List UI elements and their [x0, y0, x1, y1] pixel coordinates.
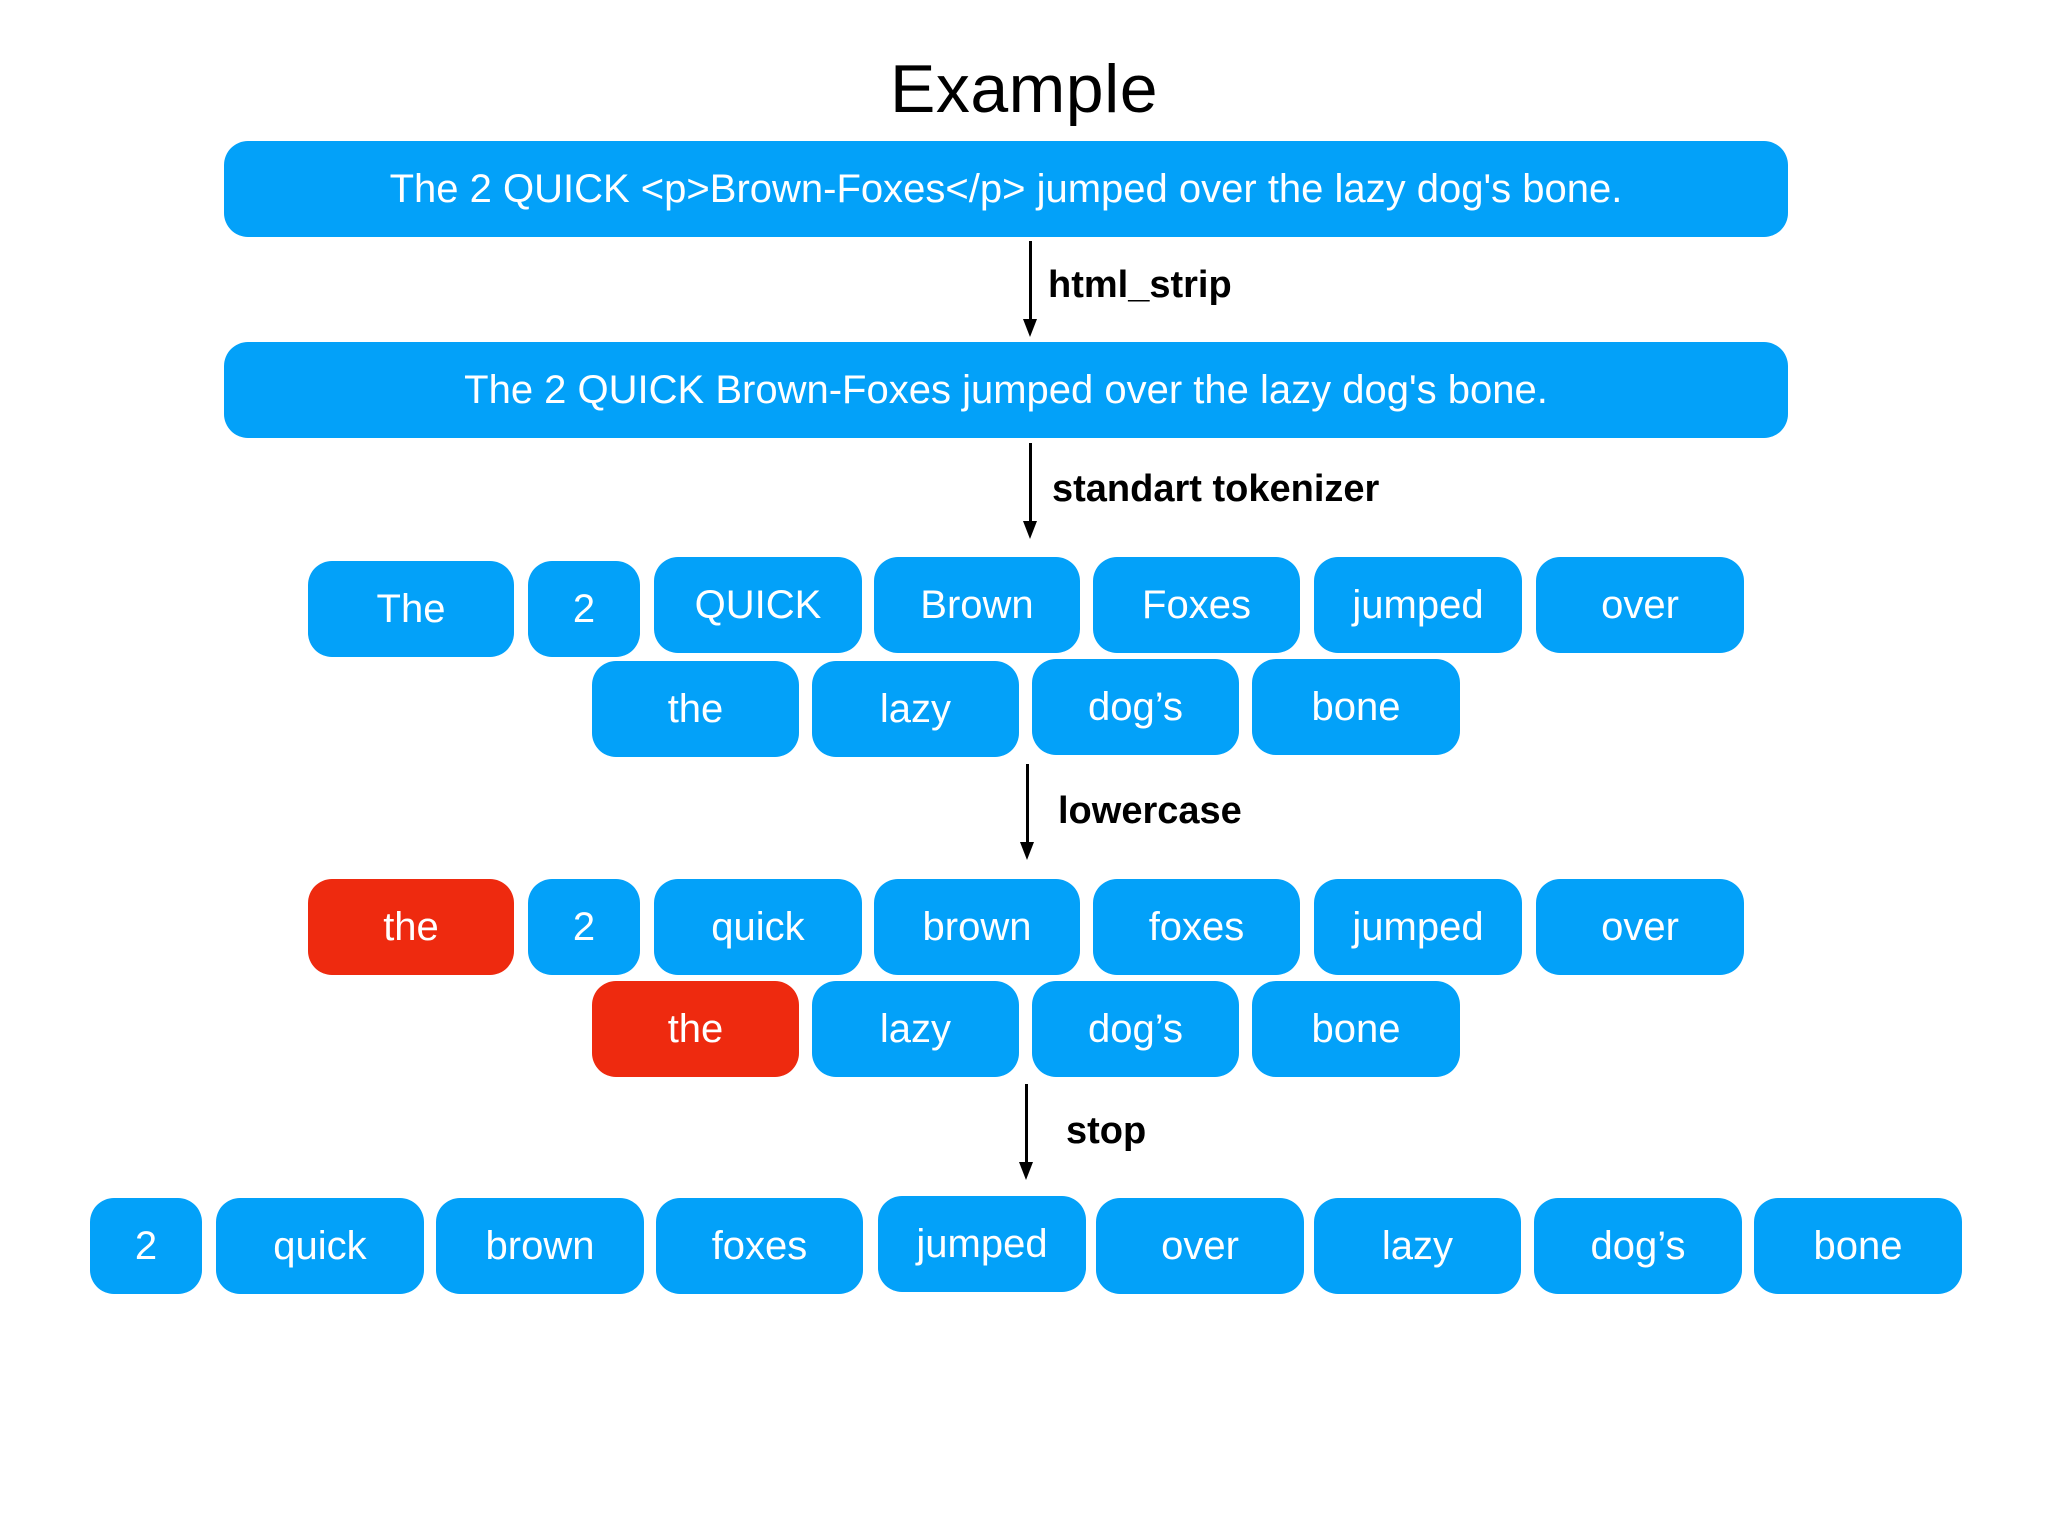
token-tokenized: dog’s [1032, 659, 1239, 755]
token-lowercased: over [1536, 879, 1744, 975]
token-tokenized: QUICK [654, 557, 862, 653]
token-lowercased: bone [1252, 981, 1460, 1077]
token-tokenized: over [1536, 557, 1744, 653]
arrow-lowercase [1020, 764, 1034, 860]
token-tokenized: the [592, 661, 799, 757]
token-lowercased-stopword: the [308, 879, 514, 975]
token-lowercased: brown [874, 879, 1080, 975]
token-tokenized: 2 [528, 561, 640, 657]
arrow-tokenizer [1023, 443, 1037, 539]
token-lowercased: dog’s [1032, 981, 1239, 1077]
token-output: quick [216, 1198, 424, 1294]
token-tokenized: Brown [874, 557, 1080, 653]
token-output: over [1096, 1198, 1304, 1294]
token-lowercased: foxes [1093, 879, 1300, 975]
step-label-tokenizer: standart tokenizer [1052, 468, 1380, 510]
step-label-html-strip: html_strip [1048, 264, 1232, 306]
token-lowercased: 2 [528, 879, 640, 975]
step-label-lowercase: lowercase [1058, 790, 1242, 832]
token-lowercased: quick [654, 879, 862, 975]
token-lowercased: lazy [812, 981, 1019, 1077]
token-output: lazy [1314, 1198, 1521, 1294]
token-tokenized: The [308, 561, 514, 657]
token-tokenized: bone [1252, 659, 1460, 755]
token-output: brown [436, 1198, 644, 1294]
token-output: foxes [656, 1198, 863, 1294]
token-tokenized: lazy [812, 661, 1019, 757]
token-tokenized: Foxes [1093, 557, 1300, 653]
token-lowercased: jumped [1314, 879, 1522, 975]
input-text-box: The 2 QUICK <p>Brown-Foxes</p> jumped ov… [224, 141, 1788, 237]
input-text: The 2 QUICK <p>Brown-Foxes</p> jumped ov… [389, 166, 1623, 211]
token-lowercased-stopword: the [592, 981, 799, 1077]
diagram-title: Example [889, 51, 1159, 127]
token-output: bone [1754, 1198, 1962, 1294]
token-output: 2 [90, 1198, 202, 1294]
stripped-text: The 2 QUICK Brown-Foxes jumped over the … [464, 367, 1548, 412]
token-output: jumped [878, 1196, 1086, 1292]
arrow-html-strip [1023, 241, 1037, 337]
token-tokenized: jumped [1314, 557, 1522, 653]
stripped-text-box: The 2 QUICK Brown-Foxes jumped over the … [224, 342, 1788, 438]
step-label-stop: stop [1066, 1110, 1147, 1152]
arrow-stop [1019, 1084, 1033, 1180]
token-output: dog’s [1534, 1198, 1742, 1294]
